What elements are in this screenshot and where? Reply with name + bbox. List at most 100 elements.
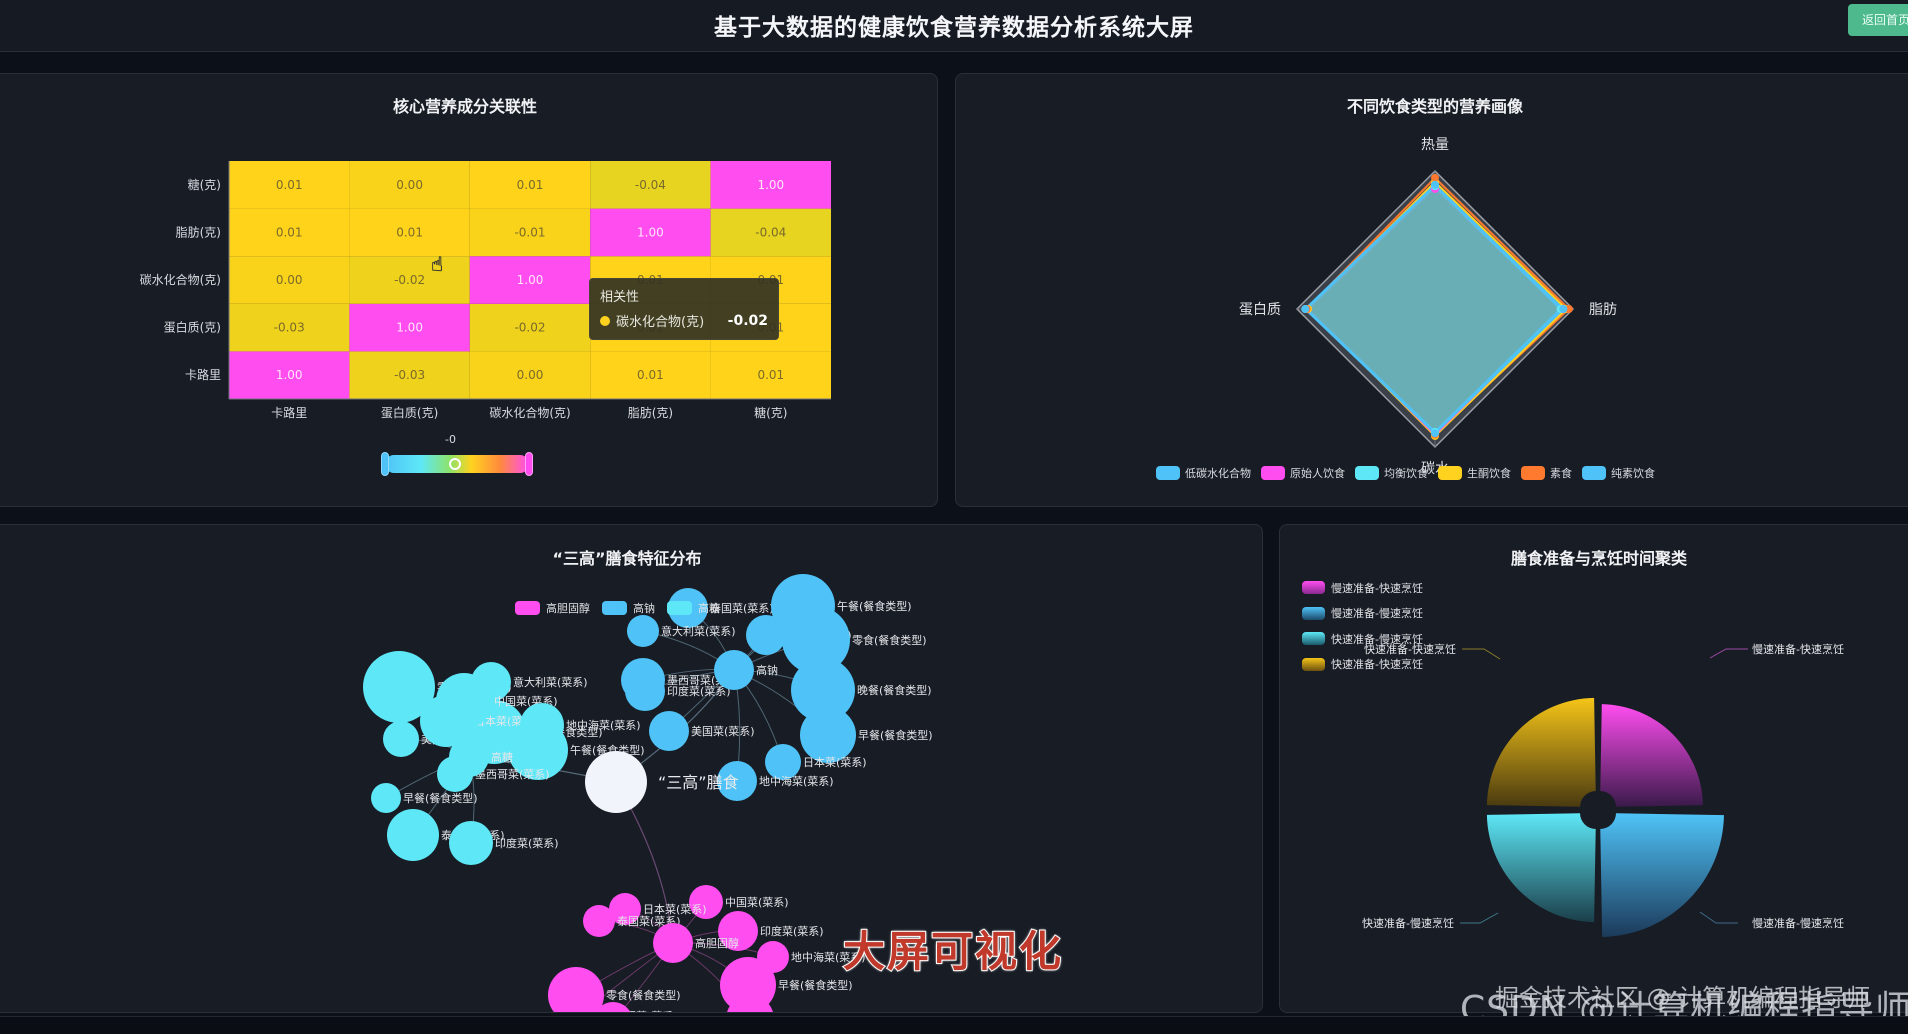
rose-slice[interactable] xyxy=(1600,813,1724,937)
legend-swatch-icon xyxy=(602,601,627,615)
radar-point[interactable] xyxy=(1301,305,1310,313)
radar-legend-item[interactable]: 生酮饮食 xyxy=(1438,465,1511,481)
rose-slice[interactable] xyxy=(1600,704,1703,807)
radar-title: 不同饮食类型的营养画像 xyxy=(1346,97,1523,116)
graph-node[interactable]: 意大利菜(菜系) xyxy=(627,615,736,647)
graph-node[interactable]: 地中海菜(菜系) xyxy=(717,761,834,801)
radar-point[interactable] xyxy=(1431,180,1439,189)
radar-legend-item[interactable]: 低碳水化合物 xyxy=(1156,465,1251,481)
graph-node[interactable]: 美国菜(菜系) xyxy=(649,711,755,751)
graph-node[interactable]: 墨西哥菜(菜系) xyxy=(557,994,678,1013)
heatmap-cell[interactable]: 0.01 xyxy=(469,161,591,209)
graph-node[interactable]: 印度菜(菜系) xyxy=(449,821,559,865)
heatmap-cell[interactable]: 0.01 xyxy=(229,161,350,209)
heatmap-cell[interactable]: 0.01 xyxy=(229,208,350,257)
heatmap-chart[interactable]: 1.00-0.030.000.010.01-0.031.00-0.020.010… xyxy=(0,74,938,507)
heatmap-x-label: 碳水化合物(克) xyxy=(489,405,570,420)
graph-node[interactable]: 晚餐(餐食类型) xyxy=(791,658,932,722)
radar-point[interactable] xyxy=(1431,429,1439,438)
graph-legend-item[interactable]: 高钠 xyxy=(602,600,655,616)
rose-slice[interactable] xyxy=(1486,697,1596,807)
svg-text:0.00: 0.00 xyxy=(396,178,423,192)
svg-text:日本菜(菜系): 日本菜(菜系) xyxy=(803,755,867,769)
graph-root-node[interactable]: “三高”膳食 xyxy=(585,751,739,813)
graph-hub-node[interactable]: 高胆固醇 xyxy=(653,923,739,963)
tooltip-marker-icon xyxy=(600,315,610,326)
svg-text:-0.01: -0.01 xyxy=(514,225,545,239)
radar-legend-item[interactable]: 原始人饮食 xyxy=(1261,465,1345,481)
rose-slice[interactable] xyxy=(1486,813,1596,923)
heatmap-cell[interactable]: 0.00 xyxy=(229,256,350,304)
svg-text:早餐(餐食类型): 早餐(餐食类型) xyxy=(403,791,478,805)
rose-legend-item[interactable]: 慢速准备-慢速烹饪 xyxy=(1302,601,1423,627)
graph-node[interactable]: 美国菜(菜系) xyxy=(593,1002,699,1013)
graph-node[interactable]: 印度菜(菜系) xyxy=(625,671,731,711)
visualmap-slider[interactable] xyxy=(381,452,533,476)
heatmap-cell[interactable]: -0.03 xyxy=(229,303,350,352)
heatmap-cell[interactable]: -0.02 xyxy=(469,303,591,352)
legend-swatch-icon xyxy=(1521,466,1545,480)
heatmap-cell[interactable]: -0.03 xyxy=(349,351,470,399)
svg-text:地中海菜(菜系): 地中海菜(菜系) xyxy=(759,774,834,788)
heatmap-cell[interactable]: -0.04 xyxy=(710,208,831,257)
radar-point[interactable] xyxy=(1564,305,1573,313)
radar-legend-item[interactable]: 纯素饮食 xyxy=(1582,465,1655,481)
svg-text:意大利菜(菜系): 意大利菜(菜系) xyxy=(513,675,588,689)
graph-node[interactable]: 早餐(餐食类型) xyxy=(371,783,478,813)
radar-legend-item[interactable]: 素食 xyxy=(1521,465,1572,481)
graph-node[interactable]: 日本菜(菜系) xyxy=(765,744,867,780)
graph-hub-node[interactable]: 高糖 xyxy=(449,737,513,777)
graph-node[interactable]: 印度菜(菜系) xyxy=(718,911,824,951)
radar-legend-item[interactable]: 均衡饮食 xyxy=(1355,465,1428,481)
heatmap-cell[interactable]: 1.00 xyxy=(590,208,711,257)
overlay-caption: 大屏可视化 xyxy=(842,926,1064,977)
graph-node[interactable]: 日本菜(菜系) xyxy=(609,893,707,925)
heatmap-cell[interactable]: -0.04 xyxy=(590,161,711,209)
radar-indicator-label: 热量 xyxy=(1421,137,1449,153)
svg-text:早餐(餐食类型): 早餐(餐食类型) xyxy=(778,978,853,992)
graph-node[interactable]: 早餐(餐食类型) xyxy=(800,707,933,763)
visualmap-handle-min[interactable] xyxy=(381,452,389,476)
svg-text:1.00: 1.00 xyxy=(396,321,423,335)
svg-text:墨西哥菜(菜系): 墨西哥菜(菜系) xyxy=(603,1010,678,1013)
heatmap-cell[interactable]: -0.01 xyxy=(469,208,591,257)
heatmap-cell[interactable]: 0.01 xyxy=(349,208,470,257)
graph-legend-item[interactable]: 高糖 xyxy=(667,600,720,616)
heatmap-cell[interactable]: -0.02 xyxy=(349,256,470,304)
heatmap-cell[interactable]: 1.00 xyxy=(229,351,350,399)
radar-point[interactable] xyxy=(1559,305,1568,313)
heatmap-title: 核心营养成分关联性 xyxy=(392,97,537,116)
graph-node[interactable]: 零食(餐食类型) xyxy=(782,606,927,674)
rose-legend-item[interactable]: 快速准备-慢速烹饪 xyxy=(1302,626,1423,652)
rose-legend-item[interactable]: 慢速准备-快速烹饪 xyxy=(1302,575,1423,601)
heatmap-cell[interactable]: 0.01 xyxy=(590,351,711,399)
svg-text:晚餐(餐食类型): 晚餐(餐食类型) xyxy=(857,683,932,697)
heatmap-cell[interactable]: 0.01 xyxy=(710,351,831,399)
heatmap-cell[interactable]: 1.00 xyxy=(469,256,591,304)
graph-chart[interactable]: 泰国菜(菜系)午餐(餐食类型)意大利菜(菜系)中国菜(菜系)墨西哥菜(菜系)零食… xyxy=(0,525,1263,1013)
tooltip-value: -0.02 xyxy=(727,312,768,329)
graph-node[interactable]: 晚餐(餐食类型) xyxy=(726,995,851,1013)
heatmap-y-label: 碳水化合物(克) xyxy=(140,272,221,287)
heatmap-cell[interactable]: 1.00 xyxy=(710,161,831,209)
graph-node[interactable]: 泰国菜(菜系) xyxy=(583,905,681,937)
graph-legend-item[interactable]: 高胆固醇 xyxy=(515,600,590,616)
radar-panel: 不同饮食类型的营养画像 热量脂肪碳水蛋白质 低碳水化合物原始人饮食均衡饮食生酮饮… xyxy=(955,73,1908,507)
graph-node[interactable]: 地中海菜(菜系) xyxy=(520,703,641,747)
tooltip-title: 相关性 xyxy=(600,290,640,305)
home-button[interactable]: 返回首页 xyxy=(1848,4,1908,36)
rose-legend-item[interactable]: 快速准备-快速烹饪 xyxy=(1302,652,1423,678)
graph-hub-node[interactable]: 高钠 xyxy=(714,650,778,690)
visualmap-value-label: -0 xyxy=(445,433,456,446)
graph-node[interactable]: 中国菜(菜系) xyxy=(689,885,789,919)
radar-point[interactable] xyxy=(1431,173,1439,182)
legend-swatch-icon xyxy=(515,601,540,615)
visualmap-handle-max[interactable] xyxy=(525,452,533,476)
heatmap-cell[interactable]: 0.00 xyxy=(349,161,470,209)
tooltip-row: 碳水化合物(克) -0.02 xyxy=(600,311,768,330)
heatmap-cell[interactable]: 0.00 xyxy=(469,351,591,399)
heatmap-cell[interactable]: 1.00 xyxy=(349,303,470,352)
